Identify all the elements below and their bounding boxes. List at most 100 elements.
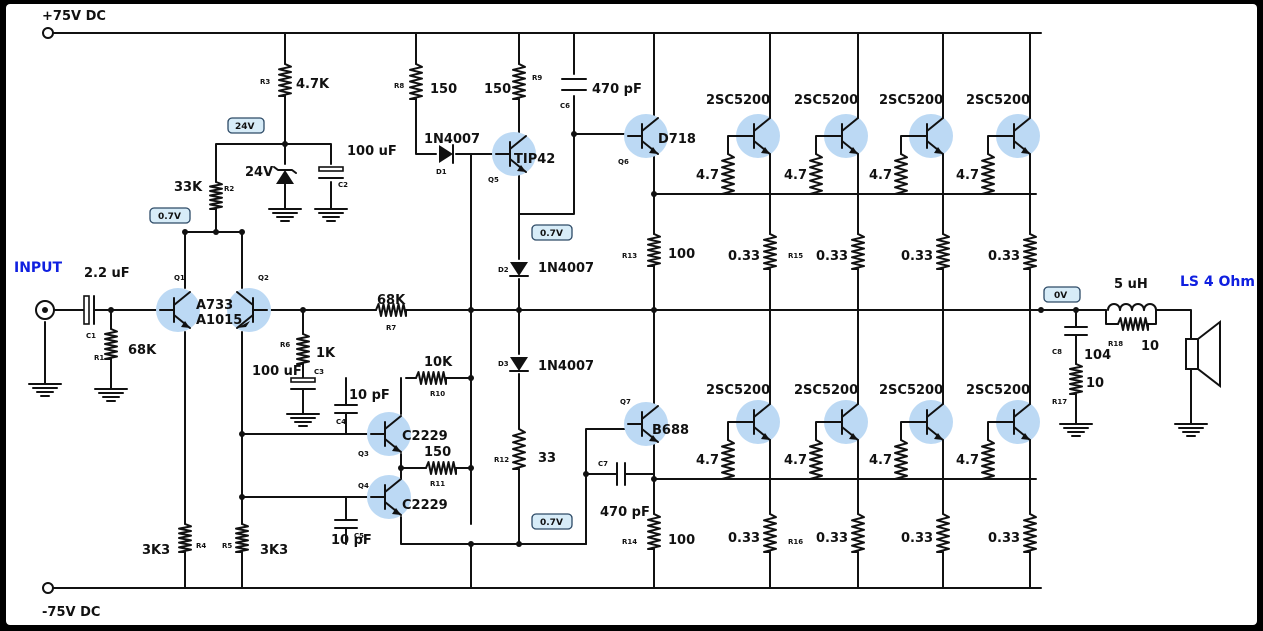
junction-dot — [516, 307, 522, 313]
output-type-bottom-1: 2SC5200 — [706, 383, 770, 398]
ref-c8: C8 — [1052, 348, 1062, 356]
svg-text:0V: 0V — [1054, 291, 1067, 301]
r14-value: 100 — [668, 533, 695, 548]
zener-value: 24V — [245, 165, 273, 180]
ref-q7: Q7 — [620, 398, 631, 406]
voltage-badge-r12: 0.7V — [531, 513, 573, 530]
c7-capacitor — [616, 462, 626, 486]
ref-r1: R1 — [94, 354, 104, 362]
output-transistor-bottom-2 — [824, 400, 868, 444]
r3-resistor — [278, 63, 292, 97]
r12-value: 33 — [538, 451, 556, 466]
schematic-canvas: +75V DC -75V DC INPUT LS 4 Ohm 2.2 uF 68… — [6, 4, 1257, 625]
emitter-resistor-bottom-3 — [936, 513, 950, 553]
output-transistor-bottom-1 — [736, 400, 780, 444]
q2-type: A1015 — [196, 313, 242, 328]
r18-value: 10 — [1141, 339, 1159, 354]
ref-d3: D3 — [498, 360, 509, 368]
base-res-value-bottom-4: 4.7 — [956, 453, 979, 468]
d3-value: 1N4007 — [538, 359, 594, 374]
r9-resistor — [512, 63, 526, 100]
base-res-value-top-3: 4.7 — [869, 168, 892, 183]
svg-text:0.7V: 0.7V — [158, 212, 181, 222]
r3-value: 4.7K — [296, 77, 330, 92]
r1-resistor — [104, 328, 118, 360]
output-type-top-2: 2SC5200 — [794, 93, 858, 108]
input-jack — [35, 300, 55, 320]
output-bottom-base-wire-4 — [987, 421, 1001, 441]
base-resistor-top-1 — [721, 153, 735, 195]
r1-value: 68K — [128, 343, 157, 358]
r10-resistor — [415, 371, 447, 385]
labels: +75V DC -75V DC INPUT LS 4 Ohm 2.2 uF 68… — [14, 9, 1255, 620]
c8-capacitor — [1064, 326, 1088, 336]
output-type-top-1: 2SC5200 — [706, 93, 770, 108]
d3-diode — [509, 357, 529, 372]
junction-dot — [651, 307, 657, 313]
node-r1 — [108, 307, 114, 313]
node-r2 — [213, 229, 219, 235]
junction-dot — [651, 476, 657, 482]
output-transistor-bottom-4 — [996, 400, 1040, 444]
ref-labels: C1 R1 R3 R2 C2 Q1 Q2 R7 R6 C3 R8 R9 C6 D… — [86, 74, 1123, 550]
output-transistor-bottom-3 — [909, 400, 953, 444]
ref-r5: R5 — [222, 542, 232, 550]
emitter-resistor-top-1 — [763, 233, 777, 270]
r2-resistor — [209, 181, 223, 210]
ref-c3: C3 — [314, 368, 324, 376]
node-r6 — [300, 307, 306, 313]
base-resistor-bottom-4 — [981, 439, 995, 480]
ref-r8: R8 — [394, 82, 404, 90]
output-transistor-top-2 — [824, 114, 868, 158]
base-res-value-bottom-1: 4.7 — [696, 453, 719, 468]
d2-diode — [509, 262, 529, 277]
junction-dot — [398, 465, 404, 471]
d1-diode — [439, 144, 454, 164]
ref-r16: R16 — [788, 538, 803, 546]
emitter-resistor-top-3 — [936, 233, 950, 270]
emitter-res-value-bottom-2: 0.33 — [816, 531, 848, 546]
output-top-base-wire-1 — [727, 135, 741, 155]
c3-capacitor — [290, 377, 316, 390]
ref-c4: C4 — [336, 418, 346, 426]
ref-r11: R11 — [430, 480, 445, 488]
r11-resistor — [425, 461, 457, 475]
base-resistor-top-4 — [981, 153, 995, 195]
c4-value: 10 pF — [349, 388, 390, 403]
output-type-bottom-4: 2SC5200 — [966, 383, 1030, 398]
junction-dot — [516, 541, 522, 547]
ref-q2: Q2 — [258, 274, 269, 282]
voltage-badge-output: 0V — [1043, 286, 1081, 303]
c4-capacitor — [334, 404, 358, 414]
ref-r9: R9 — [532, 74, 542, 82]
ref-r12: R12 — [494, 456, 509, 464]
rail-bottom-label: -75V DC — [42, 605, 100, 620]
q2-transistor — [227, 288, 271, 332]
base-resistor-bottom-1 — [721, 439, 735, 480]
l1-inductor — [1107, 303, 1157, 311]
svg-text:24V: 24V — [235, 122, 255, 132]
junction-dot — [239, 431, 245, 437]
output-top-base-wire-2 — [815, 135, 829, 155]
r17-resistor — [1069, 363, 1083, 395]
voltage-badge-24v: 24V — [227, 117, 265, 134]
emitter-res-value-top-3: 0.33 — [901, 249, 933, 264]
r5-value: 3K3 — [260, 543, 288, 558]
speaker-icon — [1185, 319, 1221, 389]
zobel-ground — [1059, 413, 1093, 437]
output-type-bottom-2: 2SC5200 — [794, 383, 858, 398]
ref-r10: R10 — [430, 390, 445, 398]
base-res-value-top-4: 4.7 — [956, 168, 979, 183]
ref-r13: R13 — [622, 252, 637, 260]
svg-text:0.7V: 0.7V — [540, 229, 563, 239]
emitter-res-value-bottom-3: 0.33 — [901, 531, 933, 546]
q5-transistor — [492, 132, 536, 176]
base-resistor-top-2 — [809, 153, 823, 195]
q3-transistor — [367, 412, 411, 456]
ref-r14: R14 — [622, 538, 637, 546]
q4-type: C2229 — [402, 498, 448, 513]
junction-dot — [468, 541, 474, 547]
r7-resistor — [375, 303, 407, 317]
output-bottom-base-wire-2 — [815, 421, 829, 441]
rail-bottom-terminal — [42, 582, 54, 594]
